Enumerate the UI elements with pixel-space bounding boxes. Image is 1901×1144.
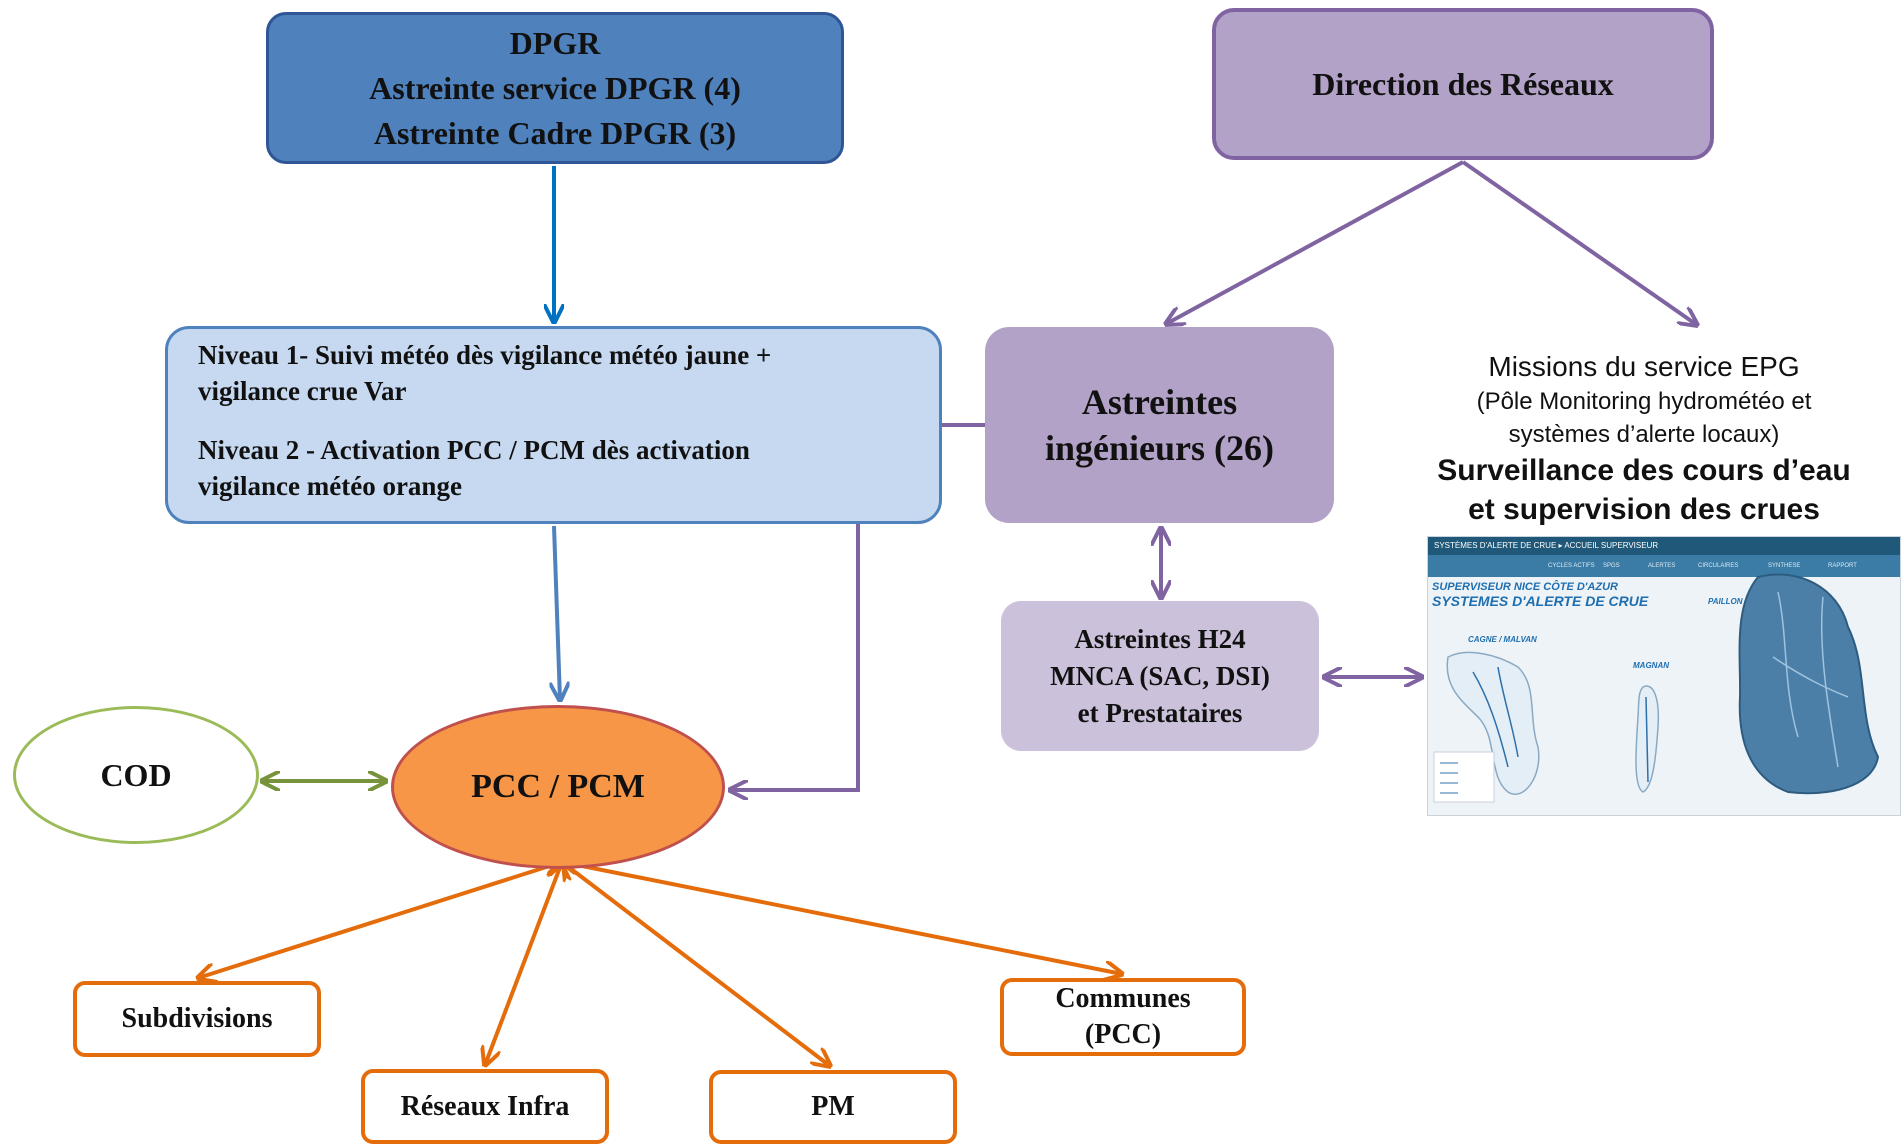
- screenshot-header: SYSTÈMES D'ALERTE DE CRUE ▸ ACCUEIL SUPE…: [1428, 537, 1900, 555]
- pm-box: PM: [709, 1070, 957, 1144]
- arrow-pcc-reseaux: [485, 862, 562, 1065]
- screenshot-nav-item: SPGS: [1603, 563, 1620, 569]
- arrow-pcc-communes: [562, 862, 1122, 974]
- screenshot-nav-item: RAPPORT: [1828, 563, 1857, 569]
- subdivisions-box: Subdivisions: [73, 981, 321, 1057]
- astreintes-h24-box: Astreintes H24 MNCA (SAC, DSI) et Presta…: [1001, 601, 1319, 751]
- vigilance-levels-box: Niveau 1- Suivi météo dès vigilance mété…: [165, 326, 942, 524]
- astreintes-h24-line1: Astreintes H24: [1074, 623, 1246, 654]
- level-1-text: Niveau 1- Suivi météo dès vigilance mété…: [198, 340, 772, 406]
- screenshot-nav-item: CIRCULAIRES: [1698, 563, 1739, 569]
- pm-label: PM: [811, 1091, 855, 1122]
- arrow-pcc-pm: [562, 862, 830, 1066]
- screenshot-region-cagne: CAGNE / MALVAN: [1468, 635, 1537, 644]
- screenshot-nav-item: SYNTHESE: [1768, 563, 1801, 569]
- cod-label: COD: [100, 756, 172, 793]
- cod-node: COD: [13, 706, 259, 844]
- arrow-pcc-subdivisions: [198, 862, 562, 978]
- reseaux-infra-label: Réseaux Infra: [400, 1090, 570, 1122]
- pcc-pcm-label: PCC / PCM: [471, 768, 645, 805]
- arrow-direction-to-epg: [1461, 160, 1697, 325]
- pcc-pcm-node: PCC / PCM: [391, 705, 725, 869]
- epg-subtitle-1: (Pôle Monitoring hydrométéo et: [1476, 388, 1812, 415]
- epg-bold-1: Surveillance des cours d’eau: [1437, 454, 1851, 487]
- communes-label-1: Communes: [1055, 983, 1191, 1014]
- level-2-text: Niveau 2 - Activation PCC / PCM dès acti…: [198, 435, 750, 501]
- screenshot-title-2: SYSTEMES D'ALERTE DE CRUE: [1432, 593, 1649, 609]
- dpgr-astreinte-cadre: Astreinte Cadre DPGR (3): [373, 114, 737, 151]
- screenshot-navbar: [1428, 555, 1900, 577]
- dpgr-box: DPGR Astreinte service DPGR (4) Astreint…: [266, 12, 844, 164]
- communes-box: Communes (PCC): [1000, 978, 1246, 1056]
- astreintes-ingenieurs-line1: Astreintes: [1081, 382, 1238, 422]
- screenshot-map: [1433, 573, 1880, 803]
- epg-missions-text: Missions du service EPG (Pôle Monitoring…: [1405, 344, 1883, 534]
- dpgr-astreinte-service: Astreinte service DPGR (4): [369, 69, 741, 106]
- astreintes-h24-line3: et Prestataires: [1077, 697, 1243, 728]
- astreintes-h24-line2: MNCA (SAC, DSI): [1050, 660, 1270, 691]
- supervisor-screenshot: SYSTÈMES D'ALERTE DE CRUE ▸ ACCUEIL SUPE…: [1427, 536, 1901, 816]
- epg-bold-2: et supervision des crues: [1468, 493, 1820, 526]
- reseaux-infra-box: Réseaux Infra: [361, 1069, 609, 1144]
- screenshot-nav-item: ALERTES: [1648, 563, 1676, 569]
- epg-title: Missions du service EPG: [1488, 351, 1800, 382]
- subdivisions-label: Subdivisions: [121, 1003, 273, 1034]
- arrow-niveau-to-pcc: [554, 525, 560, 700]
- screenshot-nav-item: CYCLES ACTIFS: [1548, 563, 1595, 569]
- screenshot-region-magnan: MAGNAN: [1633, 661, 1669, 670]
- direction-reseaux-box: Direction des Réseaux: [1212, 8, 1714, 160]
- arrow-direction-to-astreintes: [1166, 160, 1464, 324]
- astreintes-ingenieurs-box: Astreintes ingénieurs (26): [985, 327, 1334, 523]
- direction-reseaux-label: Direction des Réseaux: [1312, 65, 1614, 102]
- screenshot-region-paillon: PAILLON: [1708, 597, 1743, 606]
- communes-label-2: (PCC): [1084, 1019, 1162, 1050]
- screenshot-title-1: SUPERVISEUR NICE CÔTE D'AZUR: [1432, 581, 1618, 593]
- epg-subtitle-2: systèmes d’alerte locaux): [1508, 421, 1780, 448]
- dpgr-title: DPGR: [509, 24, 601, 61]
- astreintes-ingenieurs-line2: ingénieurs (26): [1045, 428, 1274, 468]
